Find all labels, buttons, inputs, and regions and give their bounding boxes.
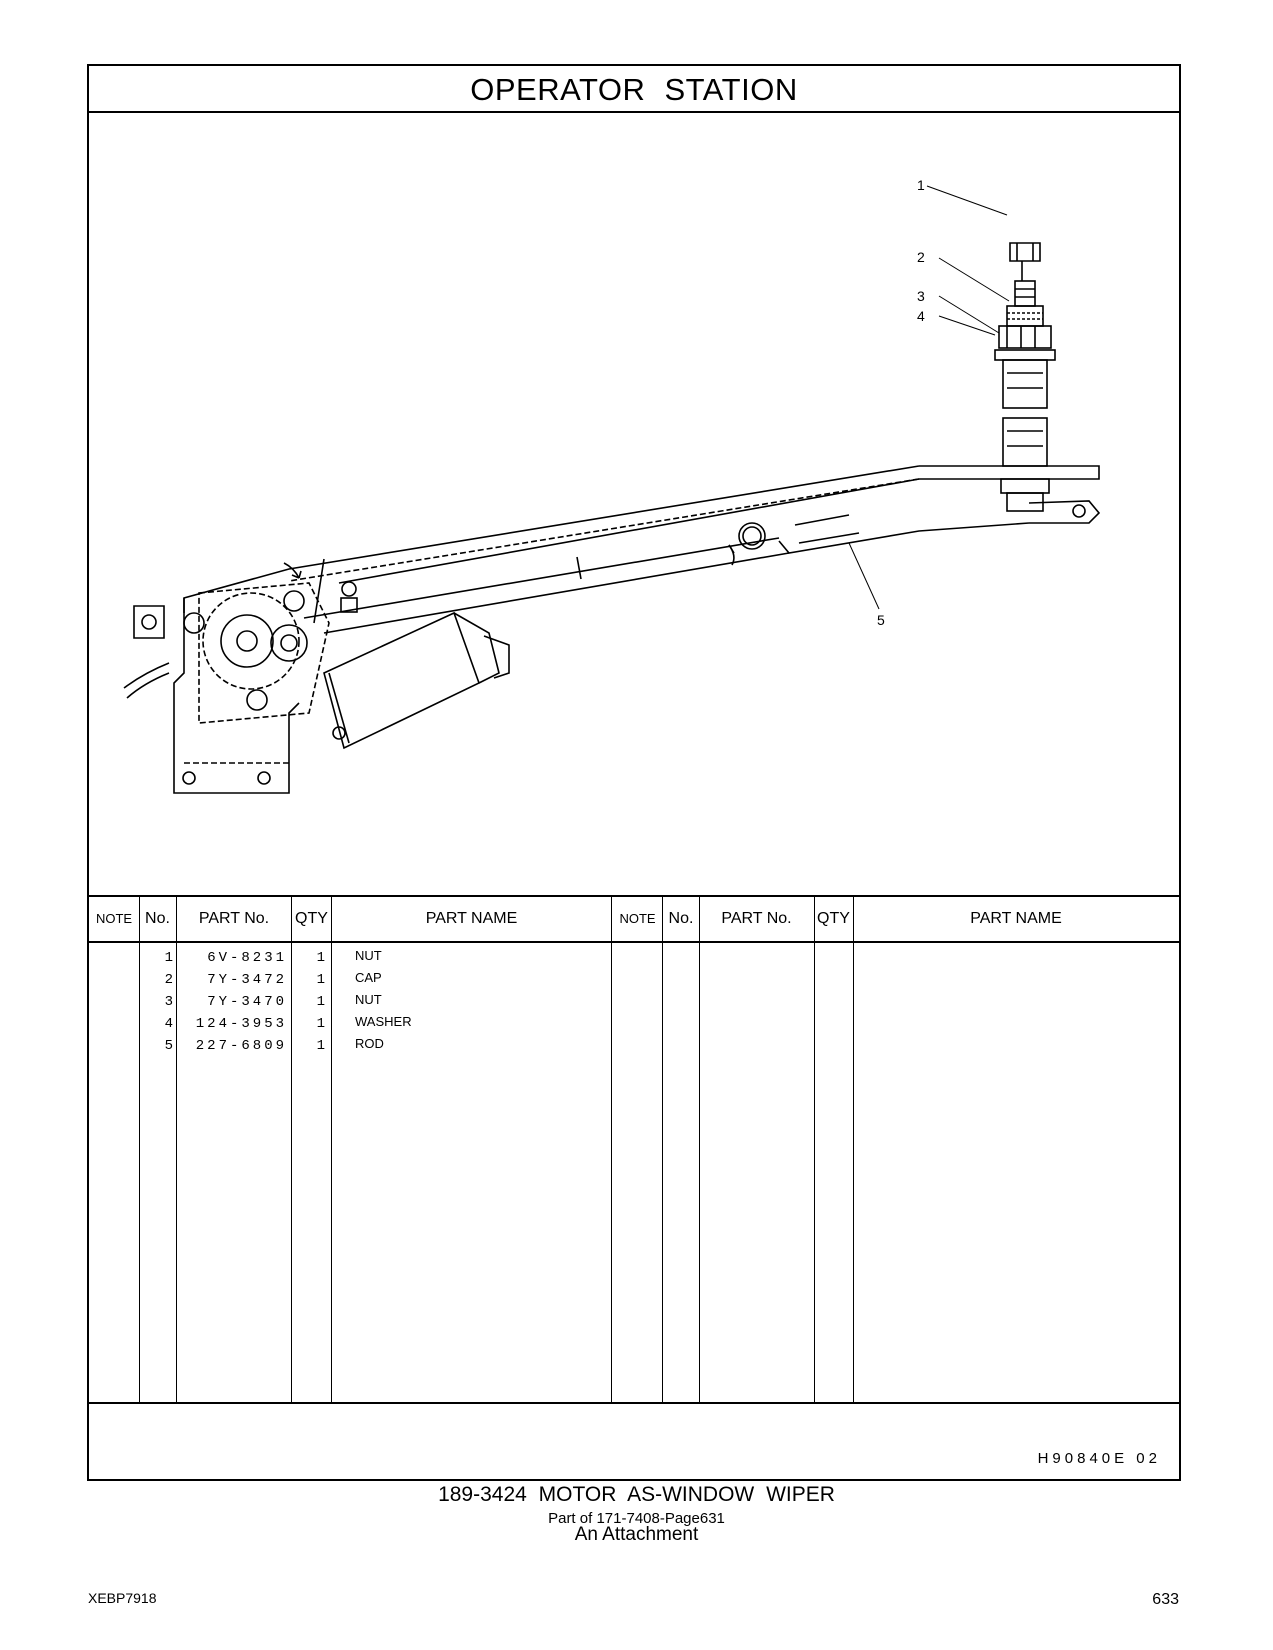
header-qty-right: QTY [814, 897, 853, 943]
column-divider [699, 897, 700, 1402]
callout-label-3: 3 [917, 288, 925, 304]
part-name: WASHER [355, 1014, 412, 1029]
header-note: NOTE [89, 897, 139, 943]
page-number: 633 [1152, 1591, 1179, 1608]
callout-label-4: 4 [917, 308, 925, 324]
part-number: 6V-8231 [207, 950, 287, 966]
row-number: 5 [164, 1038, 173, 1054]
attachment-note: An Attachment [574, 1524, 699, 1545]
callout-label-5: 5 [877, 612, 885, 628]
quantity: 1 [316, 1038, 325, 1054]
part-name: NUT [355, 992, 382, 1007]
column-divider [814, 897, 815, 1402]
illustration-code: H90840E 02 [1037, 1450, 1161, 1467]
parts-page-frame: OPERATOR STATION [87, 64, 1181, 1481]
row-number: 1 [164, 950, 173, 966]
header-part-name-right: PART NAME [853, 897, 1179, 943]
part-of-reference: Part of 171-7408-Page631 [548, 1510, 725, 1527]
quantity: 1 [316, 1016, 325, 1032]
wiper-assembly-illustration: 1 2 3 4 5 [123, 177, 1101, 794]
header-part-name: PART NAME [331, 897, 612, 943]
header-part-no: PART No. [176, 897, 292, 943]
page-title: OPERATOR STATION [89, 66, 1179, 113]
row-number: 2 [164, 972, 173, 988]
parts-list-table: NOTE No. PART No. QTY PART NAME NOTE No.… [89, 895, 1179, 1404]
exploded-view-drawing: 1 2 3 4 5 [89, 113, 1179, 895]
header-note-right: NOTE [612, 897, 663, 943]
quantity: 1 [316, 994, 325, 1010]
part-name: CAP [355, 970, 382, 985]
quantity: 1 [316, 950, 325, 966]
column-divider [662, 897, 663, 1402]
part-number: 227-6809 [195, 1038, 287, 1054]
part-number: 124-3953 [195, 1016, 287, 1032]
callout-label-2: 2 [917, 249, 925, 265]
document-id: XEBP7918 [88, 1590, 157, 1606]
assembly-title: 189-3424 MOTOR AS-WINDOW WIPER [438, 1483, 835, 1506]
part-name: ROD [355, 1036, 384, 1051]
column-divider [853, 897, 854, 1402]
header-part-no-right: PART No. [699, 897, 814, 943]
row-number: 4 [164, 1016, 173, 1032]
column-divider [139, 897, 140, 1402]
header-qty: QTY [292, 897, 331, 943]
column-divider [611, 897, 612, 1402]
header-no-right: No. [663, 897, 699, 943]
part-number: 7Y-3472 [207, 972, 287, 988]
part-number: 7Y-3470 [207, 994, 287, 1010]
row-number: 3 [164, 994, 173, 1010]
callout-label-1: 1 [917, 177, 925, 193]
header-no: No. [139, 897, 176, 943]
quantity: 1 [316, 972, 325, 988]
part-name: NUT [355, 948, 382, 963]
column-divider [331, 897, 332, 1402]
column-divider [291, 897, 292, 1402]
column-divider [176, 897, 177, 1402]
